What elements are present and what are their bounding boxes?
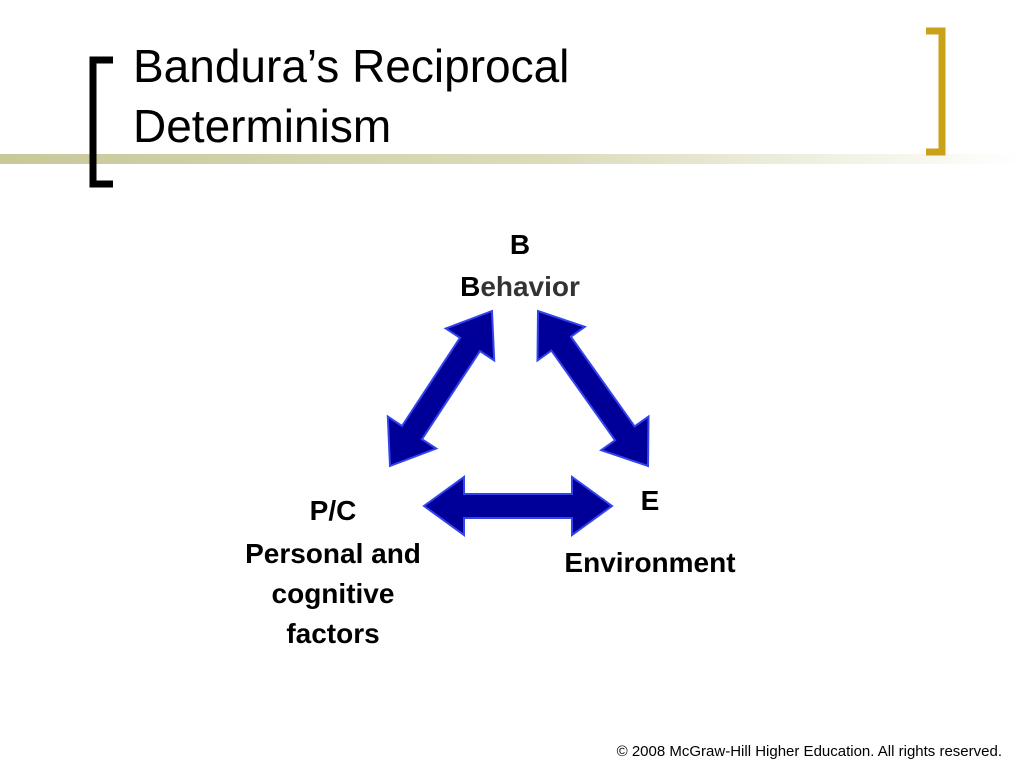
personal-cognitive-label: Personal and cognitive factors: [245, 538, 421, 649]
environment-abbreviation: E: [640, 485, 660, 516]
page-title-line-2: Determinism: [133, 100, 392, 152]
environment-label: Environment: [564, 547, 736, 578]
personal-cognitive-abbreviation: P/C: [309, 495, 357, 526]
arrow-personal-cognitive-environment: [422, 475, 614, 537]
page-title-line-1: Bandura’s Reciprocal: [133, 40, 570, 92]
arrow-behavior-environment: [536, 309, 650, 468]
behavior-label-rest: ehavior: [480, 271, 580, 302]
left-bracket: [89, 56, 113, 188]
title-underline-rule: [0, 154, 1024, 164]
right-bracket: [926, 27, 946, 156]
copyright-notice: © 2008 McGraw-Hill Higher Education. All…: [616, 743, 1002, 760]
behavior-abbreviation: B: [509, 229, 531, 260]
behavior-label: Behavior: [420, 270, 620, 304]
arrow-personal-cognitive-behavior: [386, 309, 496, 468]
behavior-label-initial: B: [460, 271, 481, 302]
